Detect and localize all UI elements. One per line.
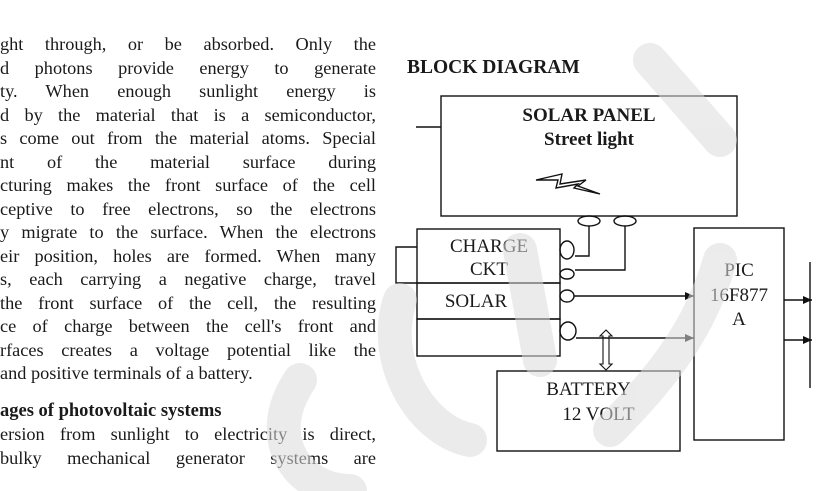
paper-text-line: s come out from the material atoms. Spec… <box>0 128 376 148</box>
paper-text-line: d by the material that is a semiconducto… <box>0 104 376 125</box>
paper-text-line: cturing makes the front surface of the c… <box>0 175 376 195</box>
pic-label-3: A <box>732 309 746 330</box>
lightning-icon <box>535 173 601 195</box>
solar-label: SOLAR <box>444 291 508 312</box>
paper-text-line: y migrate to the surface. When the elect… <box>0 222 376 242</box>
paper-text-line: s, each carrying a negative charge, trav… <box>0 269 376 289</box>
solar-panel-sublabel: Street light <box>544 129 634 150</box>
lower-box <box>416 318 561 357</box>
paper-text-line: and positive terminals of a battery. <box>0 363 253 383</box>
section-heading: ages of photovoltaic systems <box>0 400 222 421</box>
paper-text-line: eir position, holes are formed. When man… <box>0 245 376 266</box>
paper-text-line: ty. When enough sunlight energy is <box>0 81 376 101</box>
paper-text-line: ceptive to free electrons, so the electr… <box>0 198 376 219</box>
paper-text-column: ght through, or be absorbed. Only the d p… <box>0 33 376 470</box>
paper-text-line: d photons provide energy to generate <box>0 57 376 78</box>
paper-text-line: rfaces creates a voltage potential like … <box>0 339 376 360</box>
battery-label-1: BATTERY <box>546 379 631 400</box>
block-diagram-title: BLOCK DIAGRAM <box>407 57 580 78</box>
solar-panel-label: SOLAR PANEL <box>522 105 656 126</box>
charge-ckt-label-2: CKT <box>470 259 508 280</box>
paper-text-line: nt of the material surface during <box>0 151 376 172</box>
paper-text-line: ce of charge between the cell's front an… <box>0 316 376 336</box>
paper-text-line: the front surface of the cell, the resul… <box>0 292 376 313</box>
battery-double-arrow <box>598 329 614 371</box>
paper-text-line: ght through, or be absorbed. Only the <box>0 34 376 54</box>
battery-box <box>496 370 681 452</box>
